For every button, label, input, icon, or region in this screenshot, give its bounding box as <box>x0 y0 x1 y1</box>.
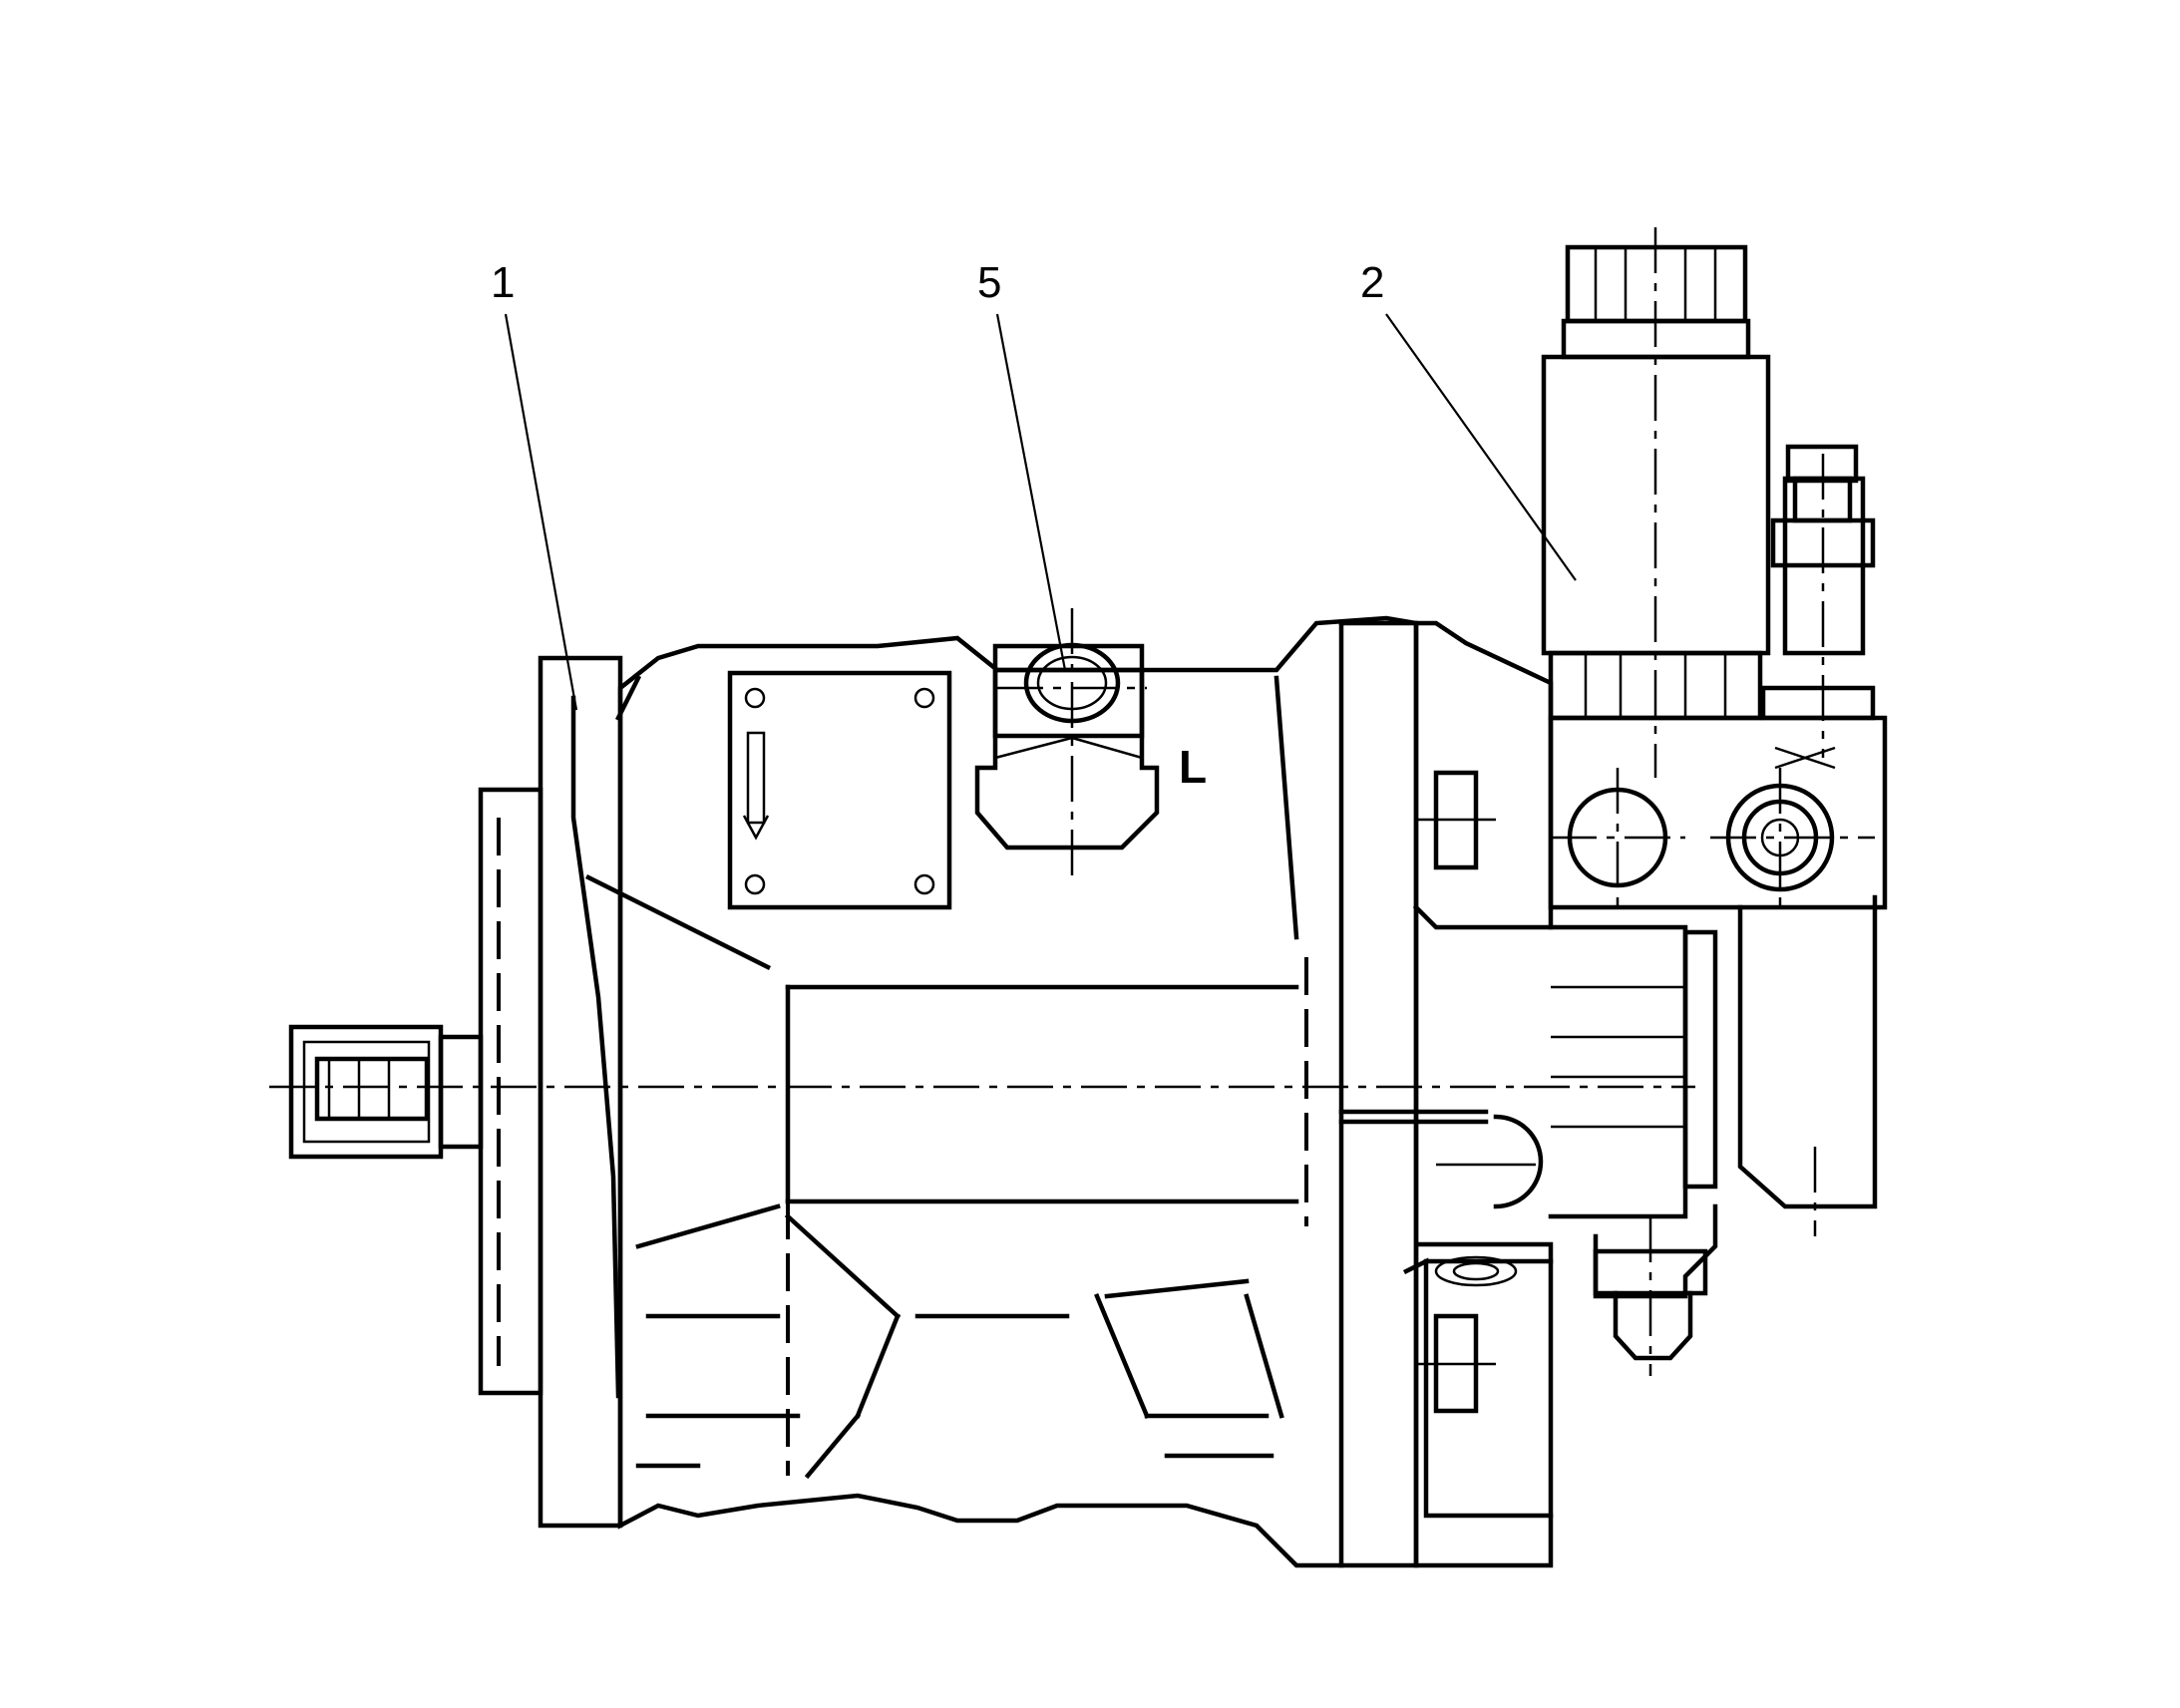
drain-port-fitting: L <box>974 608 1207 877</box>
callout-1: 1 <box>491 258 515 307</box>
drive-shaft <box>288 1024 484 1160</box>
leader-line-1 <box>504 313 578 711</box>
mounting-flange <box>478 655 642 1529</box>
callout-2: 2 <box>1360 258 1384 307</box>
adjusting-screw <box>1760 444 1876 770</box>
solenoid-coil <box>1541 227 1771 778</box>
leader-line-2 <box>1385 313 1577 581</box>
port-plate <box>1338 620 1554 1568</box>
drain-port-label: L <box>1179 741 1207 793</box>
nameplate <box>727 670 952 910</box>
pump-housing <box>584 615 1419 1568</box>
callout-5: 5 <box>977 258 1001 307</box>
control-valve-body <box>1548 715 1888 1376</box>
leader-line-5 <box>995 313 1067 671</box>
